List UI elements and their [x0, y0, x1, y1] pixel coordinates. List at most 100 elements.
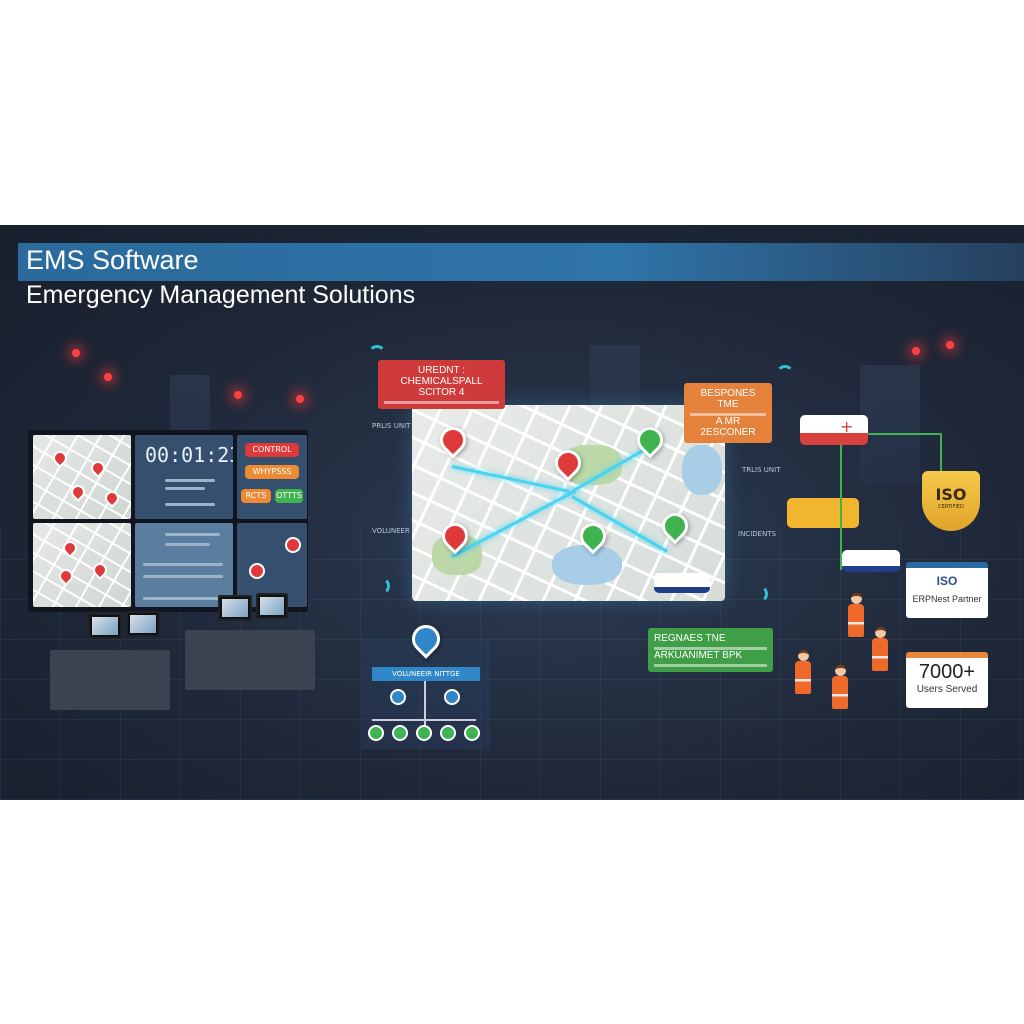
volunteer-label: VOLUNEER — [372, 527, 410, 535]
responder-figure — [832, 665, 848, 709]
volunteer-node[interactable] — [368, 725, 384, 741]
monitor-wall: 00:01:23 CONTROL WHYPSSS RCTS OTTTS — [28, 430, 308, 612]
fire-unit-label: TRLIS UNIT — [742, 466, 781, 474]
volunteer-node[interactable] — [440, 725, 456, 741]
card-bar — [654, 664, 767, 667]
signal-icon — [372, 577, 390, 595]
warning-button[interactable]: WHYPSSS — [245, 465, 299, 479]
red-cross-icon: + — [840, 417, 854, 436]
skyline — [860, 365, 920, 485]
operator-desk — [185, 630, 315, 690]
beacon — [912, 347, 920, 355]
coordinator-node[interactable] — [444, 689, 460, 705]
volunteer-network: VOLUNEEIR NITTGE — [362, 619, 490, 749]
text-line — [165, 503, 215, 506]
text-line — [143, 575, 223, 578]
desk-monitor — [256, 593, 288, 619]
map-panel — [33, 523, 131, 607]
card-bar — [654, 647, 767, 650]
responder-figure — [795, 650, 811, 694]
alert-bar — [384, 401, 499, 404]
tree-line — [424, 681, 426, 737]
page-title: EMS Software — [26, 245, 199, 275]
police-unit-label: PRLIS UNIT 1 — [372, 422, 418, 430]
iso-title: ISO — [935, 485, 967, 504]
data-panel — [135, 523, 233, 607]
map-pin — [56, 566, 76, 586]
beacon — [296, 395, 304, 403]
map-pin — [90, 560, 110, 580]
ambulance-icon: + — [800, 415, 868, 445]
connector-line — [940, 433, 942, 473]
page-subtitle: Emergency Management Solutions — [26, 281, 416, 309]
hero-illustration: EMS Software Emergency Management Soluti… — [0, 225, 1024, 800]
police-car-icon — [842, 550, 900, 572]
text-line — [143, 563, 223, 566]
ok-button[interactable]: OTTTS — [275, 489, 303, 503]
status-button[interactable]: RCTS — [241, 489, 271, 503]
beacon — [72, 349, 80, 357]
users-label: Users Served — [916, 684, 978, 695]
card-value: A MR 2ESCONER — [700, 416, 756, 438]
beacon — [234, 391, 242, 399]
text-line — [165, 479, 215, 482]
map-pin — [102, 488, 122, 508]
text-line — [165, 543, 210, 546]
partner-label: ERPNest Partner — [912, 594, 982, 604]
waveform-panel — [237, 523, 307, 607]
water-area — [552, 545, 622, 585]
incidents-label: INCIDENTS — [738, 530, 777, 538]
volunteer-node[interactable] — [416, 725, 432, 741]
incident-map[interactable] — [412, 405, 725, 601]
timer-panel: 00:01:23 — [135, 435, 233, 519]
resolved-pin[interactable] — [656, 507, 694, 545]
alert-sector: SCITOR 4 — [418, 387, 465, 398]
responder-figure — [848, 593, 864, 637]
control-button[interactable]: CONTROL — [245, 443, 299, 457]
map-pin — [60, 538, 80, 558]
map-panel — [33, 435, 131, 519]
signal-icon — [776, 365, 794, 383]
incident-pin[interactable] — [434, 421, 472, 459]
operator-desk — [50, 650, 170, 710]
map-pin — [88, 458, 108, 478]
partner-logo: ISO — [936, 574, 958, 588]
beacon — [946, 341, 954, 349]
title-band — [18, 243, 1024, 281]
fire-truck-icon — [787, 498, 859, 528]
text-line — [165, 533, 220, 536]
responder-figure — [872, 627, 888, 671]
water-area — [682, 445, 722, 495]
map-pin — [50, 448, 70, 468]
control-panel: CONTROL WHYPSSS RCTS OTTTS — [237, 435, 307, 519]
desk-monitor — [126, 611, 160, 637]
connector-line — [868, 433, 940, 435]
route-line — [451, 489, 577, 558]
coordinator-node[interactable] — [390, 689, 406, 705]
desk-monitor — [88, 613, 122, 639]
card-bar — [690, 413, 766, 416]
alarm-icon — [249, 563, 265, 579]
connector-line — [840, 445, 842, 570]
tree-line — [372, 719, 476, 721]
volunteer-node[interactable] — [392, 725, 408, 741]
text-line — [143, 597, 223, 600]
card-title: BESPONES TME — [700, 388, 756, 410]
timer: 00:01:23 — [145, 443, 233, 467]
route-line — [451, 465, 570, 493]
beacon — [104, 373, 112, 381]
urgent-alert[interactable]: UREDNT : CHEMICALSPALL SCITOR 4 — [378, 360, 505, 409]
partner-badge: ISO ERPNest Partner — [906, 562, 988, 618]
card-value: ARKUANIMET BPK — [654, 650, 743, 661]
users-served-badge: 7000+ Users Served — [906, 652, 988, 708]
desk-monitor — [218, 595, 252, 621]
response-green-card[interactable]: REGNAES TNE ARKUANIMET BPK — [648, 628, 773, 672]
card-title: REGNAES TNE — [654, 633, 726, 644]
volunteer-node[interactable] — [464, 725, 480, 741]
alert-title: UREDNT : CHEMICALSPALL — [400, 365, 483, 387]
map-pin — [68, 482, 88, 502]
response-time-card[interactable]: BESPONES TME A MR 2ESCONER — [684, 383, 772, 443]
users-count: 7000+ — [918, 661, 976, 683]
iso-shield-badge: ISO CERTIFIED — [922, 471, 980, 531]
alarm-icon — [285, 537, 301, 553]
